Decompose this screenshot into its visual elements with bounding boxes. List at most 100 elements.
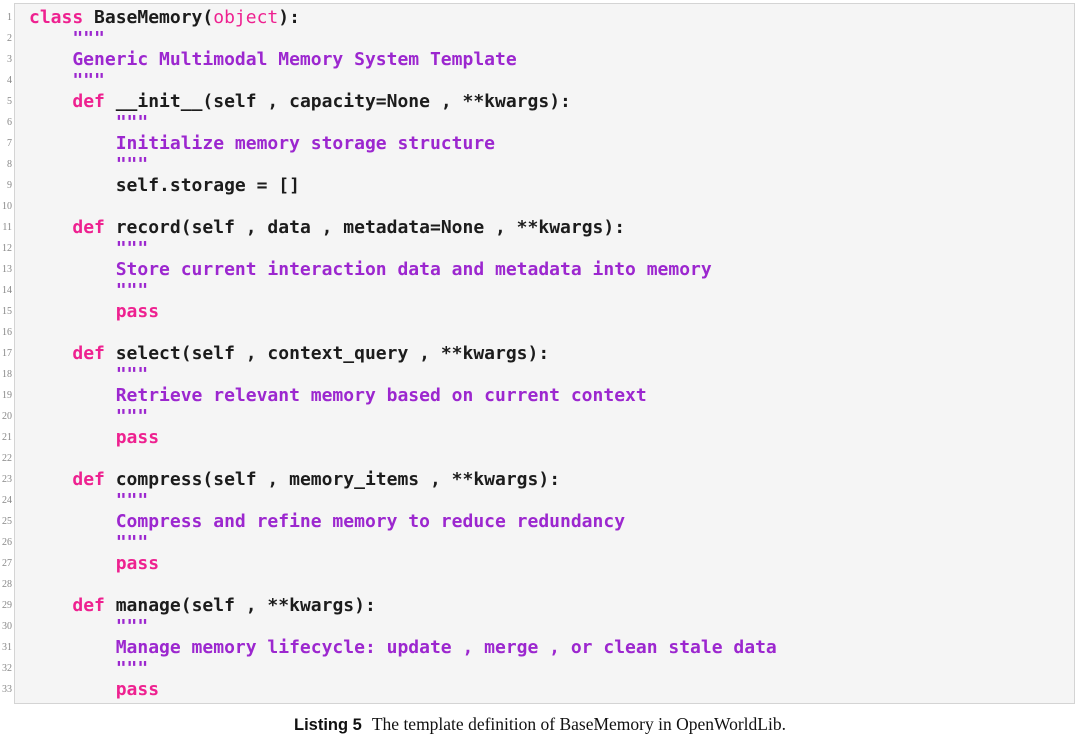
- string-token: Generic Multimodal Memory System Templat…: [29, 49, 517, 70]
- line-number: 19: [2, 390, 12, 401]
- line-number: 8: [7, 159, 12, 170]
- code-line: class BaseMemory(object):: [29, 7, 1066, 28]
- line-number: 16: [2, 327, 12, 338]
- code-line: Manage memory lifecycle: update , merge …: [29, 637, 1066, 658]
- code-token: ):: [278, 7, 300, 28]
- line-number: 21: [2, 432, 12, 443]
- line-number: 31: [2, 642, 12, 653]
- string-token: Compress and refine memory to reduce red…: [29, 511, 626, 532]
- code-token: manage(self , **kwargs):: [104, 595, 376, 616]
- code-line: """: [29, 490, 1066, 511]
- code-line: Initialize memory storage structure: [29, 133, 1066, 154]
- code-token: BaseMemory(: [83, 7, 214, 28]
- string-token: """: [29, 154, 149, 175]
- code-line: def select(self , context_query , **kwar…: [29, 343, 1066, 364]
- code-line: """: [29, 532, 1066, 553]
- code-token: [29, 91, 72, 112]
- line-number: 28: [2, 579, 12, 590]
- code-token: [29, 217, 72, 238]
- keyword-token: pass: [115, 301, 160, 322]
- keyword-token: def: [72, 469, 105, 490]
- string-token: """: [29, 238, 149, 259]
- keyword-token: pass: [115, 553, 160, 574]
- code-line: """: [29, 616, 1066, 637]
- line-number: 20: [2, 411, 12, 422]
- code-token: select(self , context_query , **kwargs):: [104, 343, 550, 364]
- keyword-token: def: [72, 91, 105, 112]
- code-line: [29, 448, 1066, 469]
- string-token: """: [29, 280, 149, 301]
- keyword-token: pass: [115, 427, 160, 448]
- code-line: pass: [29, 553, 1066, 574]
- code-line: """: [29, 238, 1066, 259]
- code-token: [29, 427, 116, 448]
- line-number: 17: [2, 348, 12, 359]
- code-line: pass: [29, 679, 1066, 700]
- code-line: """: [29, 28, 1066, 49]
- line-number: 23: [2, 474, 12, 485]
- code-line: def __init__(self , capacity=None , **kw…: [29, 91, 1066, 112]
- code-box: class BaseMemory(object): """ Generic Mu…: [14, 3, 1075, 704]
- code-line: [29, 196, 1066, 217]
- code-line: Retrieve relevant memory based on curren…: [29, 385, 1066, 406]
- code-line: def record(self , data , metadata=None ,…: [29, 217, 1066, 238]
- code-token: [29, 343, 72, 364]
- line-number: 25: [2, 516, 12, 527]
- code-line: def manage(self , **kwargs):: [29, 595, 1066, 616]
- builtin-token: object: [213, 7, 279, 28]
- code-token: [29, 553, 116, 574]
- code-line: """: [29, 658, 1066, 679]
- string-token: """: [29, 532, 149, 553]
- string-token: Manage memory lifecycle: update , merge …: [29, 637, 777, 658]
- line-number: 4: [7, 75, 12, 86]
- line-number: 5: [7, 96, 12, 107]
- code-line: Generic Multimodal Memory System Templat…: [29, 49, 1066, 70]
- line-number: 30: [2, 621, 12, 632]
- keyword-token: class: [29, 7, 84, 28]
- code-line: [29, 322, 1066, 343]
- line-number: 33: [2, 684, 12, 695]
- line-number: 3: [7, 54, 12, 65]
- line-number: 10: [2, 201, 12, 212]
- line-number: 14: [2, 285, 12, 296]
- code-line: """: [29, 406, 1066, 427]
- line-number: 29: [2, 600, 12, 611]
- line-number: 22: [2, 453, 12, 464]
- line-number: 2: [7, 33, 12, 44]
- code-token: compress(self , memory_items , **kwargs)…: [104, 469, 561, 490]
- code-token: record(self , data , metadata=None , **k…: [104, 217, 626, 238]
- string-token: """: [29, 406, 149, 427]
- code-line: pass: [29, 301, 1066, 322]
- keyword-token: pass: [115, 679, 160, 700]
- line-number: 18: [2, 369, 12, 380]
- listing-caption: Listing 5 The template definition of Base…: [0, 714, 1080, 735]
- caption-label: Listing 5: [294, 716, 362, 734]
- line-number: 27: [2, 558, 12, 569]
- string-token: """: [29, 70, 105, 91]
- code-line: """: [29, 112, 1066, 133]
- code-line: """: [29, 154, 1066, 175]
- code-line: self.storage = []: [29, 175, 1066, 196]
- caption-text: The template definition of BaseMemory in…: [371, 714, 786, 734]
- line-number: 6: [7, 117, 12, 128]
- code-token: [29, 301, 116, 322]
- code-line: """: [29, 364, 1066, 385]
- string-token: """: [29, 364, 149, 385]
- string-token: """: [29, 112, 149, 133]
- string-token: """: [29, 28, 105, 49]
- string-token: """: [29, 658, 149, 679]
- string-token: Retrieve relevant memory based on curren…: [29, 385, 647, 406]
- line-number: 7: [7, 138, 12, 149]
- code-line: def compress(self , memory_items , **kwa…: [29, 469, 1066, 490]
- code-line: [29, 574, 1066, 595]
- string-token: Store current interaction data and metad…: [29, 259, 712, 280]
- line-number: 11: [2, 222, 12, 233]
- keyword-token: def: [72, 343, 105, 364]
- string-token: """: [29, 616, 149, 637]
- line-number: 13: [2, 264, 12, 275]
- code-line: """: [29, 70, 1066, 91]
- code-token: [29, 679, 116, 700]
